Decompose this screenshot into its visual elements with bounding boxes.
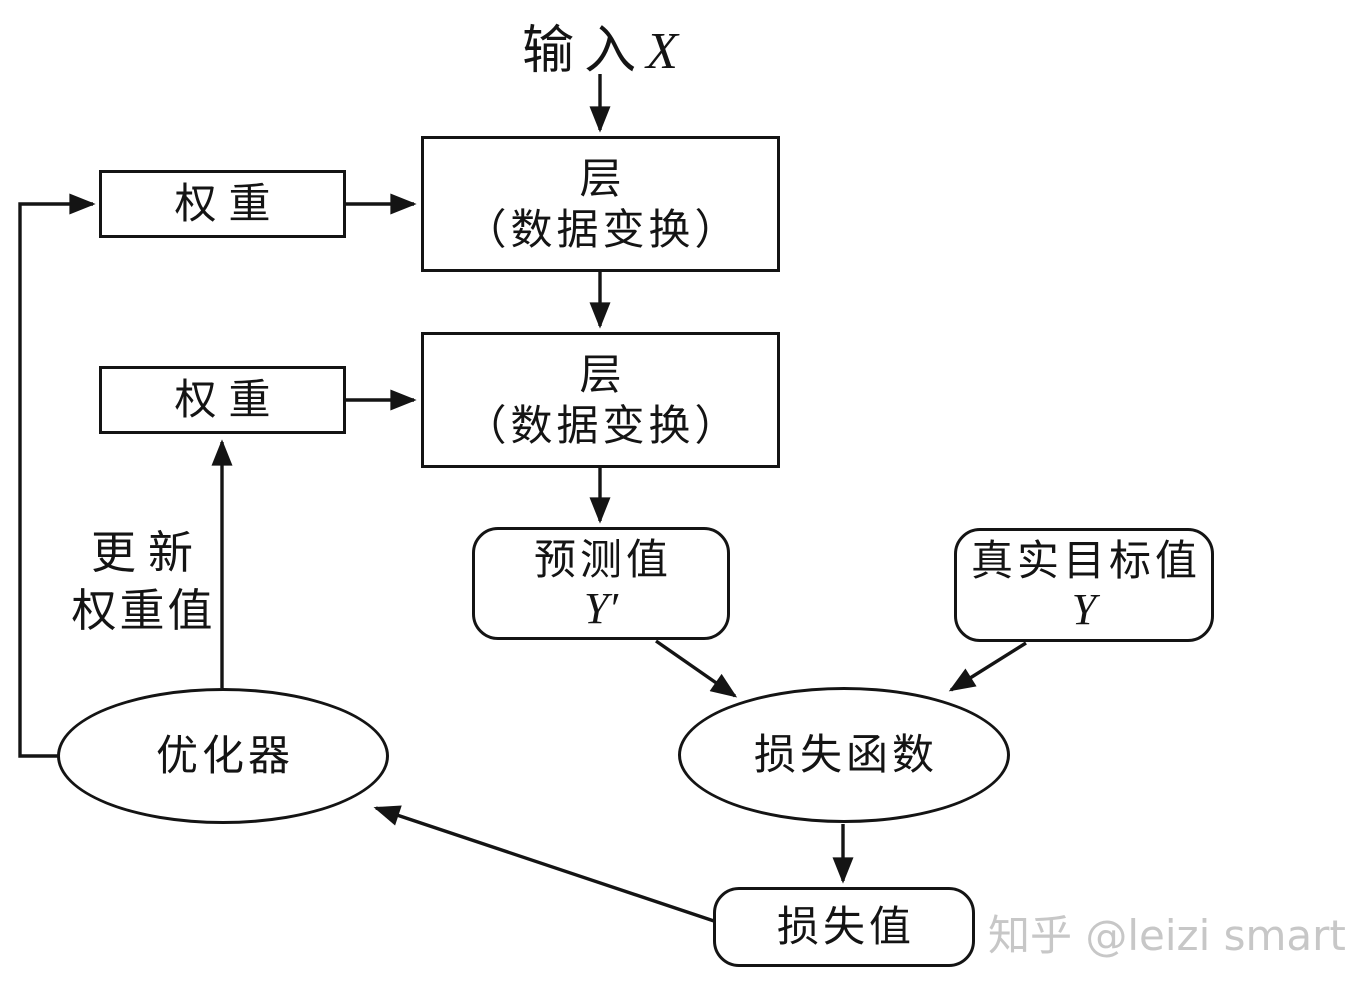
- weight-top-box: 权重: [99, 170, 346, 238]
- weight-bottom-label: 权重: [174, 375, 283, 425]
- layer-top-box: 层 （数据变换）: [421, 136, 780, 272]
- optimizer-label: 优化器: [155, 731, 294, 781]
- weight-top-label: 权重: [174, 179, 283, 229]
- arrow-loss-value-to-optimizer: [373, 805, 715, 923]
- optimizer-ellipse: 优化器: [57, 688, 389, 824]
- true-target-box: 真实目标值 Y: [954, 528, 1214, 642]
- update-weights-note-line1: 更新: [90, 526, 205, 579]
- input-label: 输入X: [430, 8, 770, 83]
- watermark: 知乎 @leizi smart: [988, 911, 1346, 960]
- input-label-text: 输入: [522, 21, 647, 81]
- prediction-box: 预测值 Y′: [472, 527, 730, 640]
- prediction-variable: Y′: [583, 583, 619, 633]
- loss-function-label: 损失函数: [753, 730, 938, 780]
- layer-bottom-label-line1: 层: [579, 349, 626, 399]
- arrow-loop-optimizer-to-weight-top: [18, 193, 96, 758]
- input-variable: X: [646, 23, 678, 80]
- prediction-label: 预测值: [533, 534, 672, 584]
- layer-top-label-line2: （数据变换）: [464, 205, 741, 254]
- layer-bottom-label-line2: （数据变换）: [464, 401, 741, 450]
- arrow-target-to-loss-function: [948, 641, 1027, 692]
- layer-top-label-line1: 层: [579, 153, 626, 203]
- arrow-prediction-to-loss-function: [655, 639, 738, 698]
- update-weights-note-line2: 权重值: [71, 583, 216, 637]
- update-weights-note: 更新 权重值: [52, 524, 232, 639]
- loss-value-label: 损失值: [776, 902, 915, 952]
- weight-bottom-box: 权重: [99, 366, 346, 434]
- true-target-label: 真实目标值: [970, 536, 1201, 586]
- loss-value-box: 损失值: [713, 887, 975, 967]
- layer-bottom-box: 层 （数据变换）: [421, 332, 780, 468]
- loss-function-ellipse: 损失函数: [678, 687, 1010, 823]
- true-target-variable: Y: [1071, 585, 1097, 635]
